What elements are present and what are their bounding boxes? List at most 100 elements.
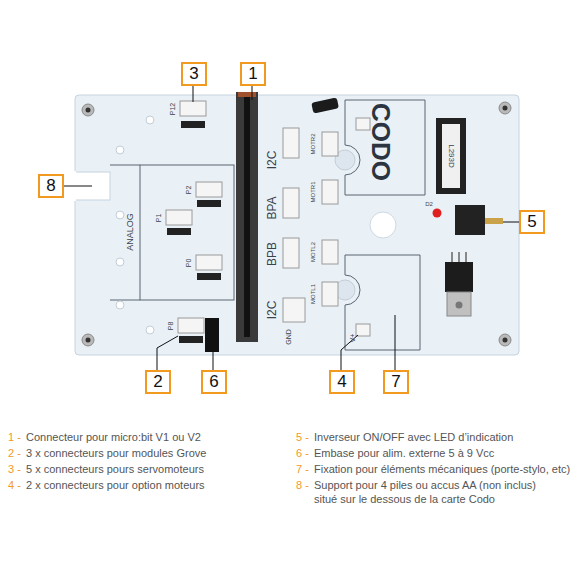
voltage-regulator <box>456 302 463 309</box>
key-description: Embase pour alim. externe 5 à 9 Vcc <box>314 446 494 460</box>
mechanical-hole <box>370 212 396 238</box>
callout-box: 7 <box>383 370 409 394</box>
servo-header <box>197 273 221 280</box>
grove-connector <box>322 282 338 306</box>
servo-header <box>197 200 221 207</box>
key-number: 5 - <box>296 430 309 444</box>
callout-box: 2 <box>145 370 171 394</box>
key-number: 1 - <box>8 430 21 444</box>
voltage-regulator <box>447 292 471 316</box>
voltage-regulator <box>445 252 473 316</box>
callout-box: 6 <box>201 370 227 394</box>
silkscreen-label: MOTR2 <box>310 134 316 155</box>
key-description: Fixation pour éléments mécaniques (porte… <box>314 462 570 476</box>
leader-line <box>193 86 194 102</box>
led <box>433 209 442 218</box>
ic-socket <box>442 124 460 188</box>
silkscreen-label: P12 <box>169 103 176 115</box>
silkscreen-outline <box>110 165 140 300</box>
power-switch <box>485 218 503 224</box>
pcb-board <box>70 95 519 355</box>
silkscreen-label: BPA <box>266 196 278 219</box>
ic-socket <box>436 118 466 194</box>
mechanical-hole <box>116 258 124 266</box>
callout-box: 8 <box>38 174 64 198</box>
silkscreen-label: I2C <box>266 301 278 320</box>
callout-number: 4 <box>337 372 346 392</box>
microbit-connector <box>236 92 258 342</box>
callout-number: 1 <box>248 64 257 84</box>
key-description: 2 x connecteurs pour option moteurs <box>26 478 205 492</box>
grove-connector <box>196 182 222 197</box>
grove-connector <box>166 210 192 225</box>
silkscreen-outline <box>110 100 425 350</box>
servo-header <box>167 228 191 235</box>
callout-number: 2 <box>153 372 162 392</box>
grove-connector <box>356 324 370 336</box>
grove-connector <box>283 128 299 158</box>
mounting-hole <box>499 102 511 114</box>
mounting-hole <box>86 108 91 113</box>
capacitor <box>311 97 339 113</box>
capacitor <box>311 97 339 113</box>
silkscreen-label: P0 <box>185 259 192 268</box>
callout-number: 7 <box>391 372 400 392</box>
pcb-board <box>75 95 519 355</box>
callout-number: 3 <box>189 64 198 84</box>
silkscreen-label: GND <box>285 329 292 345</box>
mechanical-hole <box>116 146 124 154</box>
mechanical-hole <box>146 116 154 124</box>
grove-connector <box>283 188 299 218</box>
grove-connector <box>283 298 305 322</box>
callout-number: 8 <box>46 176 55 196</box>
grove-connector <box>322 180 338 204</box>
mounting-hole <box>82 334 94 346</box>
silkscreen-label: I2C <box>266 151 278 170</box>
silkscreen-label: MOTR1 <box>310 182 316 203</box>
key-number: 3 - <box>8 462 21 476</box>
key-number: 6 - <box>296 446 309 460</box>
silkscreen-label: V+ <box>349 334 356 343</box>
mechanical-hole <box>116 301 124 309</box>
grove-connector <box>196 255 222 270</box>
grove-connector <box>180 101 206 116</box>
silkscreen-label: BPB <box>266 242 278 266</box>
silkscreen-label: P1 <box>155 214 162 223</box>
silkscreen-label: MOTL2 <box>310 242 316 262</box>
mounting-hole <box>503 106 508 111</box>
callout-box: 3 <box>181 62 207 86</box>
microbit-connector <box>236 92 258 342</box>
grove-connector <box>283 238 299 268</box>
ic-socket <box>436 118 466 194</box>
mounting-hole <box>86 338 91 343</box>
grove-connector <box>322 240 338 264</box>
key-description: 3 x connecteurs pour modules Grove <box>26 446 206 460</box>
servo-header <box>167 121 221 343</box>
leader-line <box>503 222 519 223</box>
servo-header <box>179 336 203 343</box>
power-switch <box>455 205 503 235</box>
mounting-hole <box>499 334 511 346</box>
mechanical-hole <box>116 211 124 219</box>
silkscreen-label: D2 <box>425 201 433 207</box>
key-number: 8 - <box>296 478 309 492</box>
silkscreen-outline <box>345 100 425 195</box>
mechanical-hole <box>146 326 154 334</box>
key-description: Support pour 4 piles ou accus AA (non in… <box>314 478 550 507</box>
dc-jack <box>205 318 219 352</box>
mounting-hole <box>503 338 508 343</box>
mounting-hole <box>82 102 511 346</box>
silkscreen-outline <box>140 165 234 300</box>
silkscreen-label: MOTL1 <box>310 284 316 304</box>
leader-line <box>62 186 92 187</box>
voltage-regulator <box>445 262 473 292</box>
callout-box: 5 <box>519 210 545 234</box>
callout-number: 6 <box>209 372 218 392</box>
leader-line <box>252 86 253 100</box>
callout-box: 4 <box>329 370 355 394</box>
led <box>433 209 442 218</box>
silkscreen-label: P2 <box>185 186 192 195</box>
grove-connector <box>166 101 370 336</box>
grove-connector <box>178 318 204 333</box>
